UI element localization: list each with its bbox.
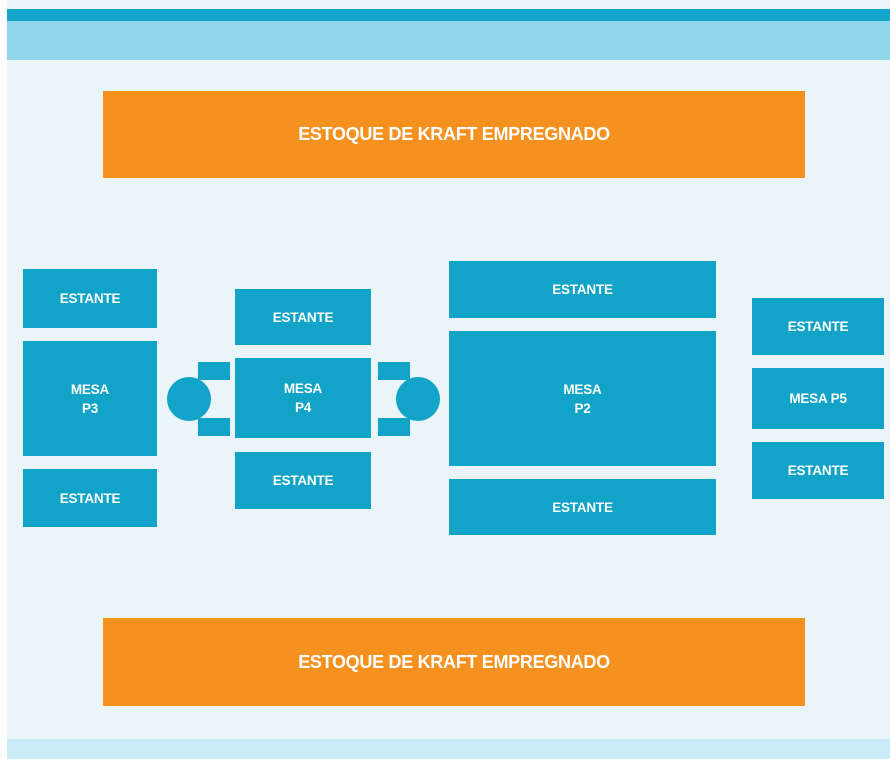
table-p4-label-line2: P4	[294, 400, 312, 415]
table-p3: MESA P3	[23, 341, 157, 456]
stock-area-bottom-label: ESTOQUE DE KRAFT EMPREGNADO	[298, 651, 610, 672]
stock-area-top-label: ESTOQUE DE KRAFT EMPREGNADO	[298, 124, 610, 144]
footer-band	[7, 739, 890, 759]
table-p2-label-line2: P2	[574, 400, 591, 416]
shelf-p4-top-label: ESTANTE	[272, 309, 334, 325]
shelf-p3-bottom: ESTANTE	[23, 469, 157, 527]
connector-circle-left	[167, 377, 211, 421]
table-p2: MESA P2	[449, 331, 716, 466]
shelf-p4-bottom: ESTANTE	[235, 452, 371, 509]
shelf-p3-top-label: ESTANTE	[59, 291, 121, 306]
table-p5: MESA P5	[752, 368, 884, 429]
header-line	[7, 9, 890, 21]
connector-tab-right-top	[378, 362, 410, 380]
table-p4-label-line1: MESA	[283, 381, 323, 396]
shelf-p4-bottom-label: ESTANTE	[272, 473, 334, 488]
connector-tab-left-top	[198, 362, 230, 380]
shelf-p5-bottom-label: ESTANTE	[787, 463, 849, 478]
header-band	[7, 21, 890, 60]
stock-area-top: ESTOQUE DE KRAFT EMPREGNADO	[103, 91, 805, 178]
shelf-p2-top: ESTANTE	[449, 261, 716, 318]
table-p3-label-line2: P3	[81, 400, 99, 416]
shelf-p3-top: ESTANTE	[23, 269, 157, 328]
connector-tab-left-bottom	[198, 418, 230, 436]
table-p5-label: MESA P5	[789, 391, 847, 406]
table-p4: MESA P4	[235, 358, 371, 438]
shelf-p5-bottom: ESTANTE	[752, 442, 884, 499]
stock-area-bottom: ESTOQUE DE KRAFT EMPREGNADO	[103, 618, 805, 706]
table-p2-label-line1: MESA	[563, 381, 602, 397]
connector-tab-right-bottom	[378, 418, 410, 436]
table-p3-label-line1: MESA	[70, 381, 110, 397]
shelf-p4-top: ESTANTE	[235, 289, 371, 345]
shelf-p2-top-label: ESTANTE	[552, 282, 613, 297]
shelf-p5-top: ESTANTE	[752, 298, 884, 355]
shelf-p2-bottom-label: ESTANTE	[552, 499, 613, 515]
connector-circle-right	[396, 377, 440, 421]
shelf-p2-bottom: ESTANTE	[449, 479, 716, 535]
shelf-p5-top-label: ESTANTE	[787, 319, 849, 334]
shelf-p3-bottom-label: ESTANTE	[59, 490, 121, 506]
